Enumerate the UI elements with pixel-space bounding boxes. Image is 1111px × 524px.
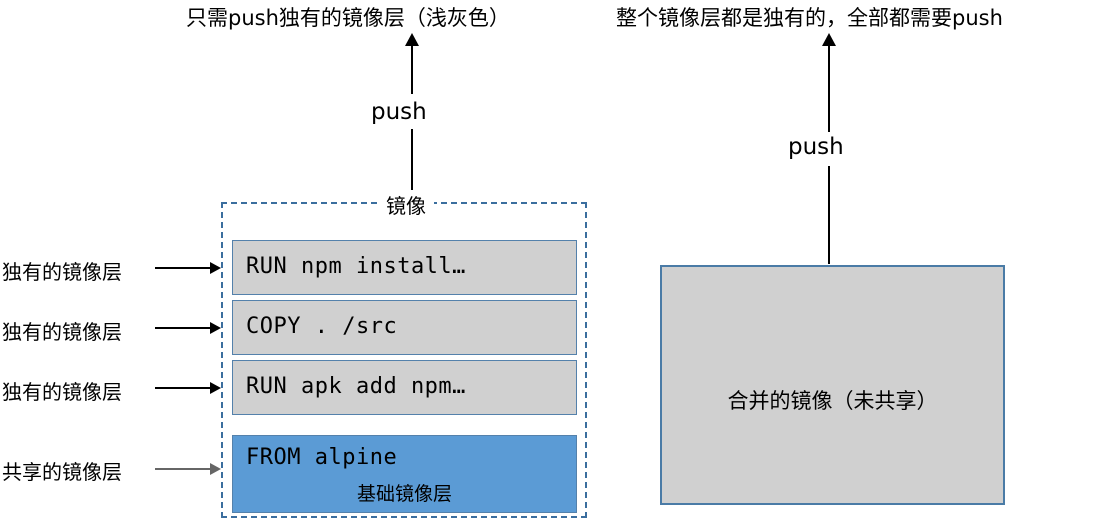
push-arrow-right-arrowhead-icon	[822, 33, 836, 46]
side-label-unique-layer: 独有的镜像层	[2, 320, 122, 344]
image-layer-box: COPY . /src	[232, 300, 577, 355]
right-column-heading: 整个镜像层都是独有的，全部都需要push	[616, 6, 1003, 30]
side-label-unique-layer: 独有的镜像层	[2, 260, 122, 284]
side-arrow-head-icon	[210, 463, 221, 475]
push-arrow-right-lower-segment	[828, 166, 830, 264]
image-layer-command: RUN npm install…	[246, 254, 466, 279]
side-arrow-line	[155, 327, 211, 329]
side-label-shared-layer: 共享的镜像层	[2, 460, 122, 484]
push-label-left: push	[371, 99, 427, 125]
side-arrow-line	[155, 267, 211, 269]
push-label-right: push	[788, 134, 844, 160]
left-column-heading: 只需push独有的镜像层（浅灰色）	[186, 6, 510, 30]
image-container-label: 镜像	[378, 190, 434, 219]
image-layer-command: COPY . /src	[246, 314, 398, 339]
push-arrow-left-arrowhead-icon	[405, 33, 419, 46]
image-layer-command: RUN apk add npm…	[246, 374, 466, 399]
image-layer-box: RUN npm install…	[232, 240, 577, 295]
image-layer-box: RUN apk add npm…	[232, 360, 577, 415]
side-arrow-head-icon	[210, 262, 221, 274]
base-image-layer-sublabel: 基础镜像层	[356, 483, 452, 505]
merged-image-label: 合并的镜像（未共享）	[727, 389, 938, 413]
push-arrow-left-lower-segment	[411, 129, 413, 193]
side-arrow-line	[155, 387, 211, 389]
side-label-unique-layer: 独有的镜像层	[2, 380, 122, 404]
base-image-layer-command: FROM alpine	[246, 445, 398, 470]
side-arrow-line	[155, 468, 211, 470]
push-arrow-right-upper-segment	[828, 44, 830, 132]
base-image-layer-box: FROM alpine 基础镜像层	[232, 435, 577, 513]
side-arrow-head-icon	[210, 382, 221, 394]
side-arrow-head-icon	[210, 322, 221, 334]
push-arrow-left-upper-segment	[411, 44, 413, 94]
merged-image-box: 合并的镜像（未共享）	[660, 265, 1005, 505]
